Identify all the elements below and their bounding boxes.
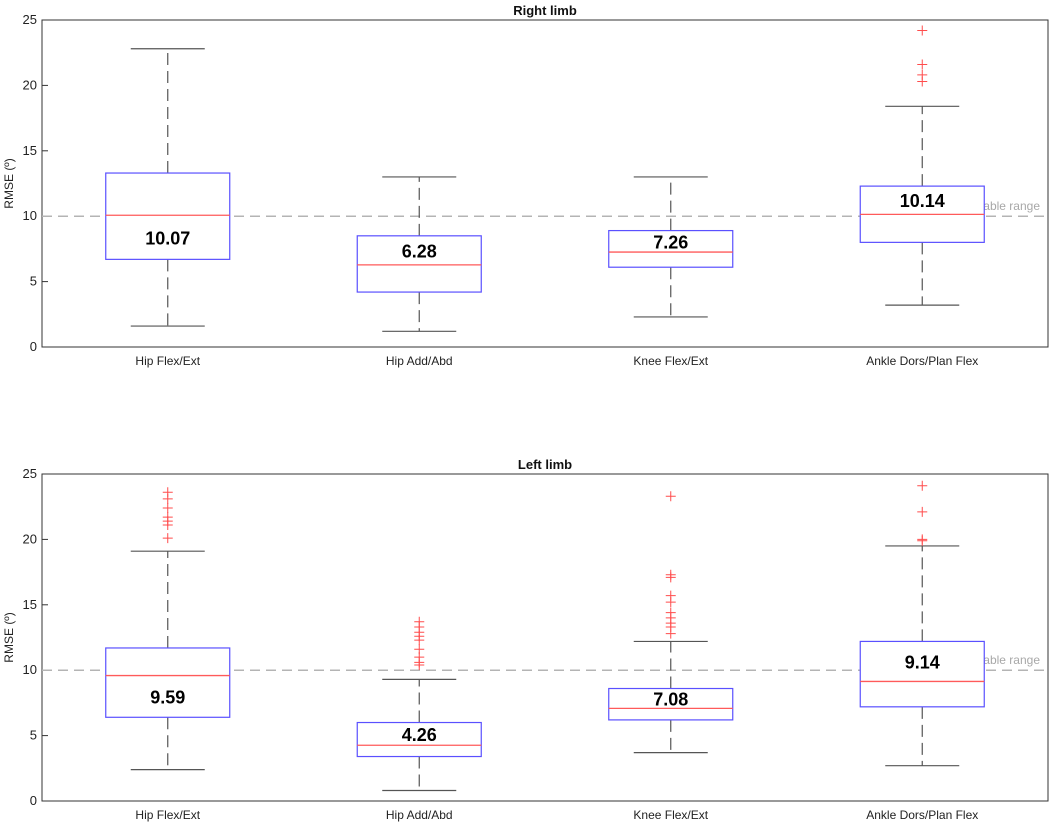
plot-frame [41, 19, 1049, 348]
outlier-marker [665, 569, 676, 580]
y-tick-label: 5 [30, 728, 37, 743]
box [356, 721, 482, 758]
median-value-label: 9.59 [150, 687, 185, 707]
box-group: 7.08 [608, 491, 734, 754]
x-tick-label: Hip Add/Abd [386, 808, 453, 822]
median-value-label: 7.26 [653, 232, 688, 252]
x-tick-label: Ankle Dors/Plan Flex [866, 354, 978, 368]
outlier-marker [162, 533, 173, 544]
outlier-marker [917, 534, 928, 545]
y-tick-label: 0 [30, 793, 37, 808]
y-tick-label: 0 [30, 339, 37, 354]
y-tick-label: 15 [23, 597, 37, 612]
outlier-marker [665, 590, 676, 601]
box [859, 640, 985, 708]
outlier-marker [917, 69, 928, 80]
outlier-marker [917, 59, 928, 70]
outlier-marker [162, 487, 173, 498]
box [105, 172, 231, 260]
median-value-label: 4.26 [402, 725, 437, 745]
y-tick-label: 20 [23, 77, 37, 92]
box [105, 647, 231, 718]
y-axis-label: RMSE (º) [2, 158, 16, 208]
box [608, 229, 734, 268]
box-group: 10.14 [859, 25, 985, 306]
x-tick-label: Ankle Dors/Plan Flex [866, 808, 978, 822]
outlier-marker [665, 491, 676, 502]
outlier-marker [665, 607, 676, 618]
median-value-label: 9.14 [905, 652, 940, 672]
outlier-marker [917, 506, 928, 517]
x-tick-label: Hip Flex/Ext [135, 354, 200, 368]
y-tick-label: 25 [23, 12, 37, 27]
chart-title: Left limb [518, 457, 572, 472]
outlier-marker [917, 480, 928, 491]
x-tick-label: Knee Flex/Ext [633, 354, 708, 368]
median-value-label: 7.08 [653, 689, 688, 709]
box [356, 235, 482, 293]
y-tick-label: 10 [23, 662, 37, 677]
x-tick-label: Hip Add/Abd [386, 354, 453, 368]
median-value-label: 6.28 [402, 241, 437, 261]
outlier-marker [414, 616, 425, 627]
box-group: 9.14 [859, 480, 985, 767]
y-tick-label: 15 [23, 143, 37, 158]
y-tick-label: 20 [23, 531, 37, 546]
box-group: 7.26 [608, 176, 734, 318]
chart-title: Right limb [513, 3, 577, 18]
median-value-label: 10.07 [145, 228, 190, 248]
outlier-marker [162, 503, 173, 514]
outlier-marker [162, 512, 173, 523]
outlier-marker [414, 644, 425, 655]
plot-frame [41, 473, 1049, 802]
y-tick-label: 10 [23, 208, 37, 223]
x-tick-label: Knee Flex/Ext [633, 808, 708, 822]
y-axis-label: RMSE (º) [2, 612, 16, 662]
y-tick-label: 25 [23, 466, 37, 481]
box-group: 10.07 [105, 48, 231, 327]
median-value-label: 10.14 [900, 191, 945, 211]
box-group: 9.59 [105, 487, 231, 771]
outlier-marker [917, 25, 928, 36]
x-tick-label: Hip Flex/Ext [135, 808, 200, 822]
box-group: 4.26 [356, 616, 482, 792]
box [608, 687, 734, 721]
box-group: 6.28 [356, 176, 482, 332]
y-tick-label: 5 [30, 274, 37, 289]
